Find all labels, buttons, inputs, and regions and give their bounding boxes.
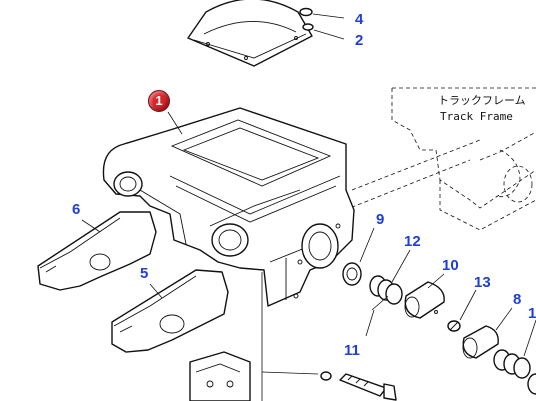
pin-13 [447, 320, 461, 332]
bushing-8 [462, 325, 499, 359]
track-frame-label-japanese: トラックフレーム [438, 94, 526, 107]
callout-12: 12 [404, 233, 421, 250]
callout-9: 9 [376, 211, 385, 228]
callout-1-edge: 1 [528, 305, 536, 322]
lower-bracket [189, 351, 251, 401]
wear-plate-5 [111, 269, 229, 353]
callout-5: 5 [140, 265, 149, 282]
callout-6: 6 [72, 201, 81, 218]
cover-plate [187, 0, 313, 67]
track-frame-reference [344, 87, 536, 231]
callout-13: 13 [474, 274, 491, 291]
washer-bottom [320, 371, 332, 381]
seal-set-lower [493, 349, 536, 395]
pivot-frame [102, 107, 355, 307]
callout-8: 8 [513, 291, 522, 308]
callout-11: 11 [344, 342, 360, 359]
bolt-washer [299, 7, 314, 31]
wear-plate-6 [37, 211, 157, 291]
callout-2: 2 [355, 32, 364, 49]
callout-10: 10 [442, 257, 459, 274]
main-part-badge: 1 [148, 90, 170, 112]
bolt-bottom [339, 373, 397, 401]
bushing-10 [404, 281, 445, 319]
leader-lines [81, 13, 536, 401]
callout-4: 4 [355, 11, 364, 28]
track-frame-label-english: Track Frame [440, 110, 513, 123]
seal-ring-9 [342, 262, 362, 286]
seal-set-12 [369, 275, 403, 305]
